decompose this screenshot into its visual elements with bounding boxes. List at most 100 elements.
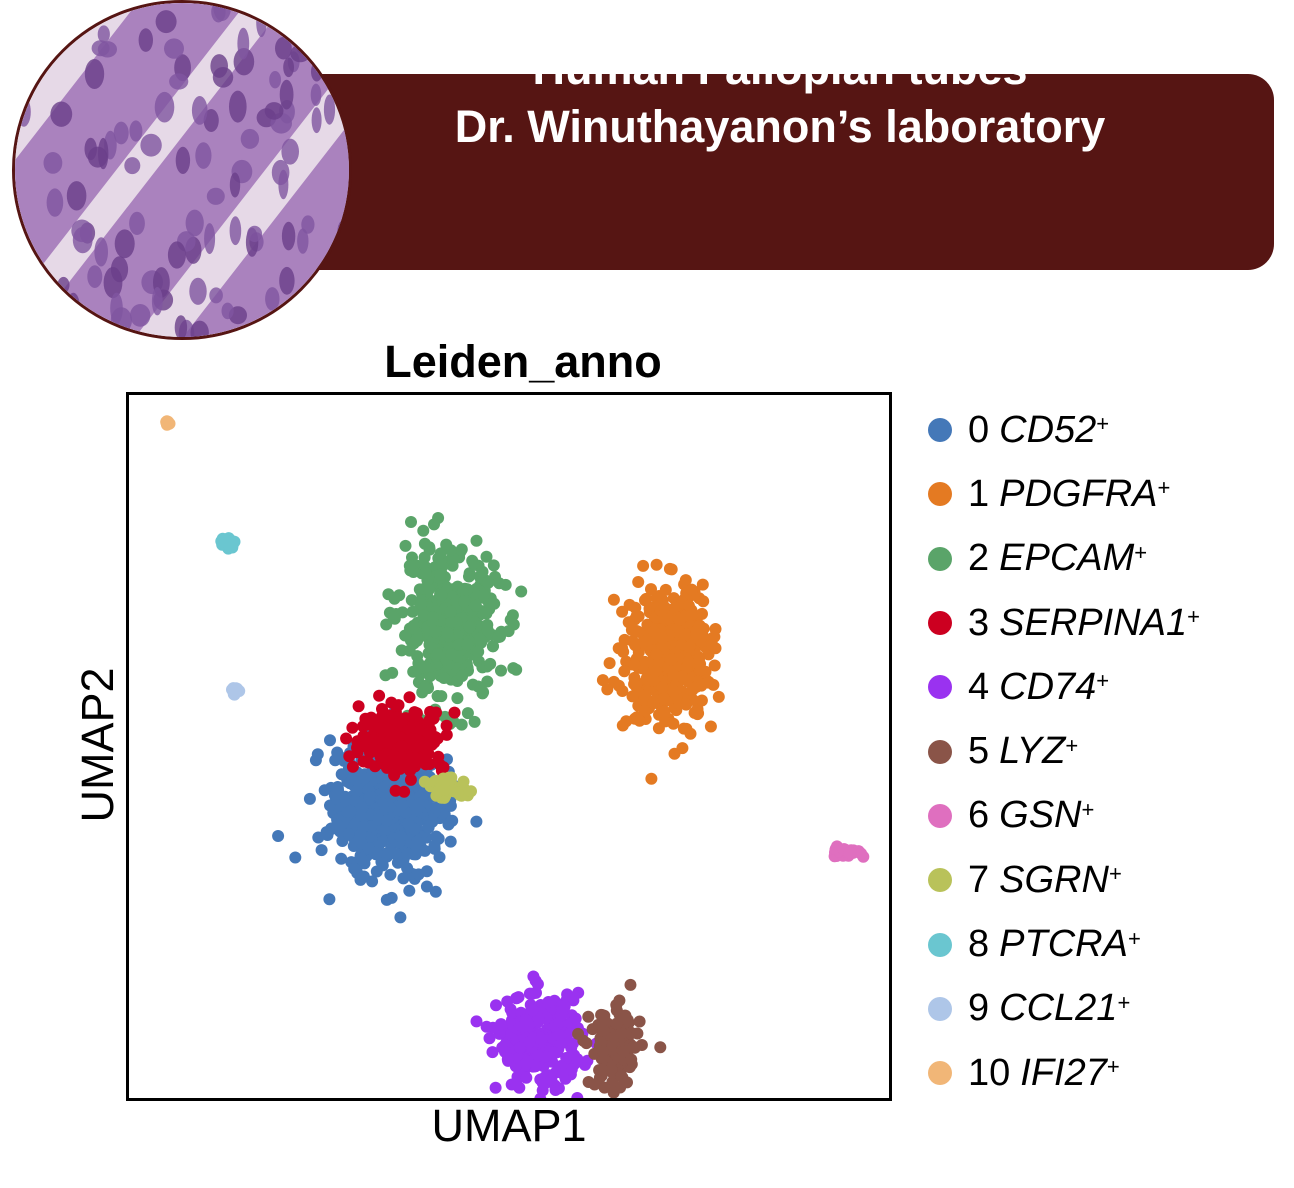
cluster-9-points	[226, 682, 246, 701]
data-point	[357, 870, 370, 883]
data-point	[395, 644, 408, 657]
data-point	[495, 625, 508, 638]
data-point	[396, 606, 409, 619]
data-point	[493, 577, 506, 590]
data-point	[527, 970, 540, 983]
data-point	[507, 618, 520, 631]
data-point	[596, 1063, 609, 1076]
data-point	[370, 865, 383, 878]
data-point	[487, 640, 499, 653]
data-point	[386, 666, 399, 679]
data-point	[451, 692, 464, 705]
legend-gene-name: SGRN	[999, 858, 1109, 901]
data-point	[630, 609, 643, 622]
y-axis-label: UMAP2	[72, 667, 123, 823]
data-point	[420, 880, 433, 893]
data-point	[495, 664, 507, 677]
legend-positive-marker: +	[1081, 796, 1095, 822]
data-point	[639, 594, 651, 607]
data-point	[645, 772, 658, 785]
legend-gene-name: PDGFRA	[999, 472, 1158, 515]
data-point	[571, 1092, 584, 1098]
data-point	[470, 1015, 483, 1028]
x-axis-label: UMAP1	[431, 1100, 587, 1151]
data-point	[405, 762, 418, 775]
data-point	[657, 692, 670, 705]
data-point	[413, 797, 426, 810]
data-point	[418, 844, 431, 857]
data-point	[430, 830, 443, 843]
data-point	[598, 1081, 611, 1094]
data-point	[487, 559, 500, 572]
data-point	[633, 714, 646, 727]
data-point	[665, 563, 678, 576]
data-point	[712, 690, 725, 703]
data-point	[348, 862, 361, 875]
cluster-7-points	[418, 771, 477, 804]
data-point	[515, 585, 528, 598]
data-point	[628, 678, 641, 691]
data-point	[318, 784, 331, 797]
data-point	[404, 723, 417, 736]
data-point	[704, 720, 717, 733]
data-point	[393, 716, 406, 728]
data-point	[331, 818, 344, 831]
data-point	[489, 1081, 502, 1094]
data-point	[667, 668, 680, 681]
data-point	[709, 642, 722, 655]
data-point	[444, 835, 457, 848]
data-point	[394, 830, 407, 843]
data-point	[477, 588, 490, 601]
data-point	[480, 550, 493, 563]
data-point	[396, 798, 409, 811]
data-point	[384, 868, 397, 881]
data-point	[410, 634, 422, 647]
legend-gene-name: IFI27	[1020, 1051, 1107, 1094]
data-point	[387, 611, 400, 624]
data-point	[654, 1041, 667, 1054]
data-point	[631, 1027, 644, 1040]
data-point	[656, 681, 669, 694]
data-point	[437, 672, 450, 684]
data-point	[499, 1045, 511, 1058]
data-point	[445, 616, 458, 629]
data-point	[424, 706, 437, 719]
data-point	[448, 706, 461, 719]
data-point	[616, 719, 629, 732]
data-point	[480, 1020, 493, 1033]
data-point	[331, 782, 344, 795]
legend-cluster-number: 7	[968, 858, 990, 901]
data-point	[458, 595, 471, 608]
data-point	[442, 818, 455, 831]
umap-plot-area	[126, 392, 892, 1101]
data-point	[352, 700, 365, 713]
data-point	[582, 1010, 595, 1023]
data-point	[422, 727, 435, 740]
data-point	[355, 852, 368, 865]
legend-positive-marker: +	[1134, 539, 1148, 565]
data-point	[384, 845, 396, 857]
data-point	[431, 648, 444, 660]
data-point	[549, 1084, 562, 1096]
data-point	[394, 911, 407, 924]
legend-cluster-number: 2	[968, 537, 990, 580]
data-point	[523, 1036, 536, 1049]
legend-gene-name: EPCAM	[999, 537, 1135, 580]
data-point	[441, 626, 454, 639]
data-point	[553, 1029, 566, 1042]
legend-dot-icon	[928, 868, 952, 893]
data-point	[438, 783, 451, 796]
data-point	[567, 1037, 579, 1050]
legend-positive-marker: +	[1065, 732, 1079, 758]
legend-gene-name: CCL21	[999, 987, 1118, 1030]
data-point	[647, 674, 660, 687]
data-point	[404, 773, 417, 786]
data-point	[415, 598, 428, 611]
legend-dot-icon	[928, 675, 952, 700]
data-point	[693, 653, 705, 666]
data-point	[545, 1073, 558, 1086]
data-point	[417, 609, 430, 622]
data-point	[472, 645, 485, 658]
